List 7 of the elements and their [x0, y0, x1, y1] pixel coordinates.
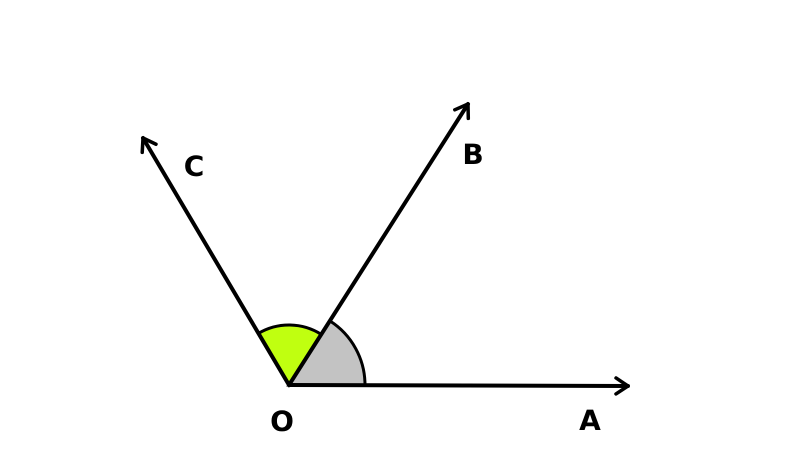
point-label: B — [462, 141, 484, 169]
ray-arrow — [140, 136, 291, 387]
point-label: O — [270, 408, 294, 436]
point-label: A — [579, 407, 601, 435]
point-label: C — [184, 153, 204, 181]
ray-arrow — [287, 376, 630, 396]
ray-arrow — [287, 102, 470, 387]
